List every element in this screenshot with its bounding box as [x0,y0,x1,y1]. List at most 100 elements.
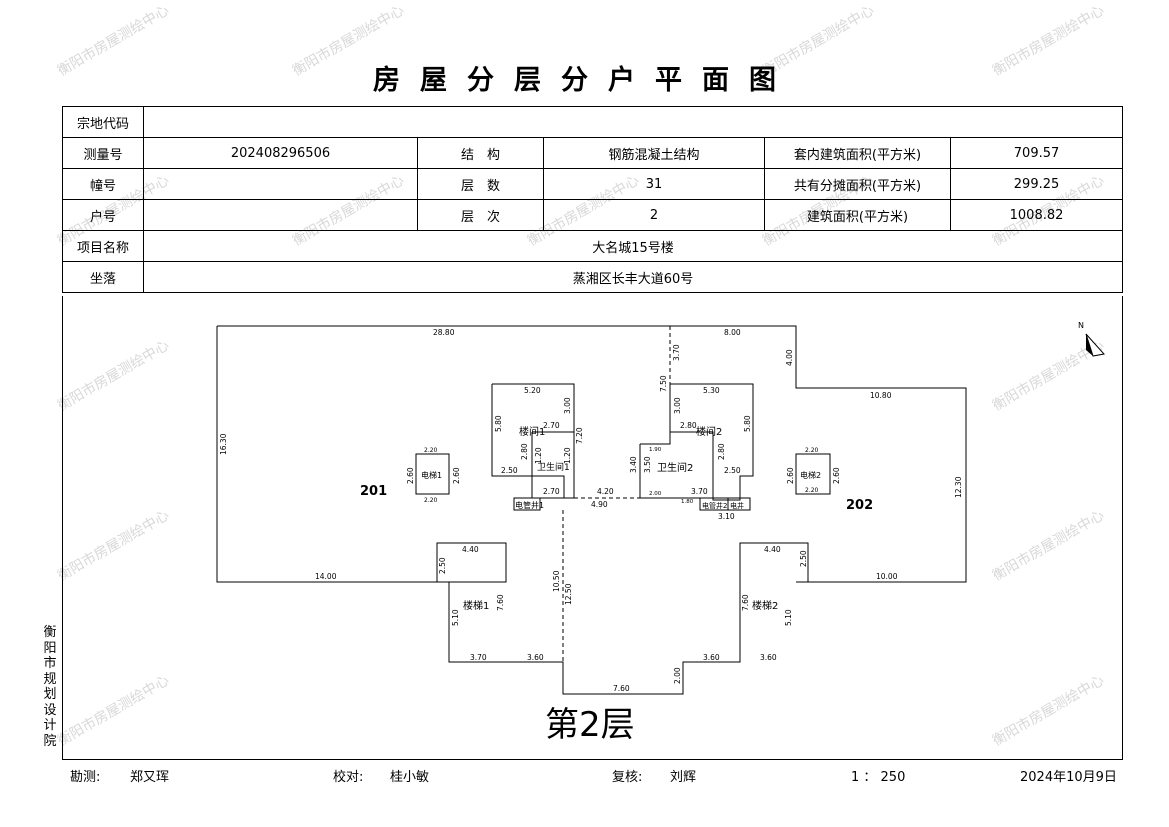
checker-name: 桂小敏 [390,770,430,785]
side-char: 划 [43,687,57,702]
dim-label: 2.20 [424,447,438,454]
dim-label: 5.30 [703,386,720,395]
dim-label: 2.60 [786,467,795,484]
floors-value: 31 [543,168,765,200]
dim-label: 3.70 [691,487,708,496]
structure-value: 钢筋混凝土结构 [543,137,765,169]
dim-label: 2.70 [543,487,560,496]
dim-label: 2.60 [452,467,461,484]
elev1-box [415,453,450,495]
elev2-box [795,453,831,495]
dim-label: 3.00 [563,397,572,414]
room-label: 楼梯1 [463,599,489,612]
stair2-upper-outline [669,383,754,501]
dim-label: 3.40 [629,456,638,473]
dim-label: 7.60 [741,594,750,611]
dim-label: 12.50 [564,583,573,605]
dim-label: 1.80 [681,499,694,505]
floor-plan-frame [62,296,1123,760]
room-label: 楼梯2 [752,599,778,612]
room-label: 楼间2 [696,425,722,438]
table-row: 坐落 蒸湘区长丰大道60号 [62,261,1124,293]
checker-label: 校对: [333,770,364,785]
side-char: 衡 [43,625,57,640]
unit-label-202: 202 [846,498,873,513]
dim-label: 2.50 [724,466,741,475]
outer-wall [216,325,967,695]
building-label: 幢号 [62,168,144,200]
dim-label: 2.50 [501,466,518,475]
reviewer-name: 刘辉 [670,770,697,785]
north-arrow-icon: N [1078,321,1105,357]
dim-label: 2.60 [406,467,415,484]
surveyor-name: 郑又珲 [130,770,170,785]
dim-label: 4.20 [597,487,614,496]
dim-label: 2.50 [799,550,808,567]
dim-label: 1.90 [649,447,662,453]
unit-label-201: 201 [360,484,387,499]
pipe2-box [699,497,751,511]
side-char: 院 [43,733,57,749]
dim-label: 3.70 [470,653,487,662]
dim-label: 7.20 [575,427,584,444]
dim-label: 10.80 [870,391,892,400]
dim-label: 5.10 [451,609,460,626]
dim-label: 1.20 [563,447,572,464]
table-row: 测量号 202408296506 结 构 钢筋混凝土结构 套内建筑面积(平方米)… [62,137,1124,169]
dim-label: 3.60 [703,653,720,662]
dim-label: 5.20 [524,386,541,395]
shared-area-value: 299.25 [949,168,1124,200]
dim-label: 3.50 [643,456,652,473]
dim-label: 2.00 [649,491,662,497]
side-char: 市 [43,656,57,671]
dim-label: 4.90 [591,500,608,509]
build-area-value: 1008.82 [949,199,1124,231]
room-label: 电梯1 [421,470,442,480]
date: 2024年10月9日 [1020,770,1117,785]
side-char: 设 [43,702,57,718]
dim-label: 2.20 [805,447,819,454]
room-label: 电梯2 [800,470,821,480]
dim-label: 3.00 [673,397,682,414]
parcel-code-label: 宗地代码 [62,106,144,138]
floor-label: 第2层 [545,705,635,745]
page-title: 房屋分层分户平面图 [373,65,796,96]
room-label: 卫生间2 [657,461,693,474]
dim-label: 14.00 [315,572,337,581]
room-label: 楼间1 [519,425,545,438]
room-label: 电井 [730,501,744,510]
dim-label: 3.70 [672,344,681,361]
stair1-upper-outline [491,383,575,499]
location-value: 蒸湘区长丰大道60号 [142,261,1124,293]
reviewer-label: 复核: [612,770,643,785]
table-row: 幢号 层 数 31 共有分摊面积(平方米) 299.25 [62,168,1124,200]
floor-no-value: 2 [543,199,765,231]
surveyor-label: 勘测: [70,770,101,785]
side-char: 计 [43,718,57,733]
dim-label: 2.80 [520,443,529,460]
side-institute-label: 衡 阳 市 规 划 设 计 院 [42,625,58,749]
build-area-label: 建筑面积(平方米) [764,199,951,231]
dim-label: 2.80 [717,443,726,460]
dim-label: 8.00 [724,328,741,337]
scale: 1 ： 250 [851,770,906,785]
room-label: 电管井2 [702,501,727,510]
room-label: 电管井1 [515,500,544,510]
dim-label: 2.20 [805,487,819,494]
dim-label: 3.10 [718,512,735,521]
project-label: 项目名称 [62,230,144,262]
dim-label: 5.80 [494,415,503,432]
dim-label: 4.40 [764,545,781,554]
dim-label: 7.50 [659,375,668,392]
dim-label: 2.50 [438,557,447,574]
dim-label: 28.80 [433,328,455,337]
pipe1-box [513,497,541,511]
dim-label: 12.30 [954,476,963,498]
dim-label: 16.30 [219,433,228,455]
dim-label: 2.20 [424,497,438,504]
info-table: 宗地代码 测量号 202408296506 结 构 钢筋混凝土结构 套内建筑面积… [62,106,1124,293]
side-char: 规 [43,671,57,687]
dim-label: 4.00 [785,349,794,366]
north-label: N [1078,321,1084,330]
